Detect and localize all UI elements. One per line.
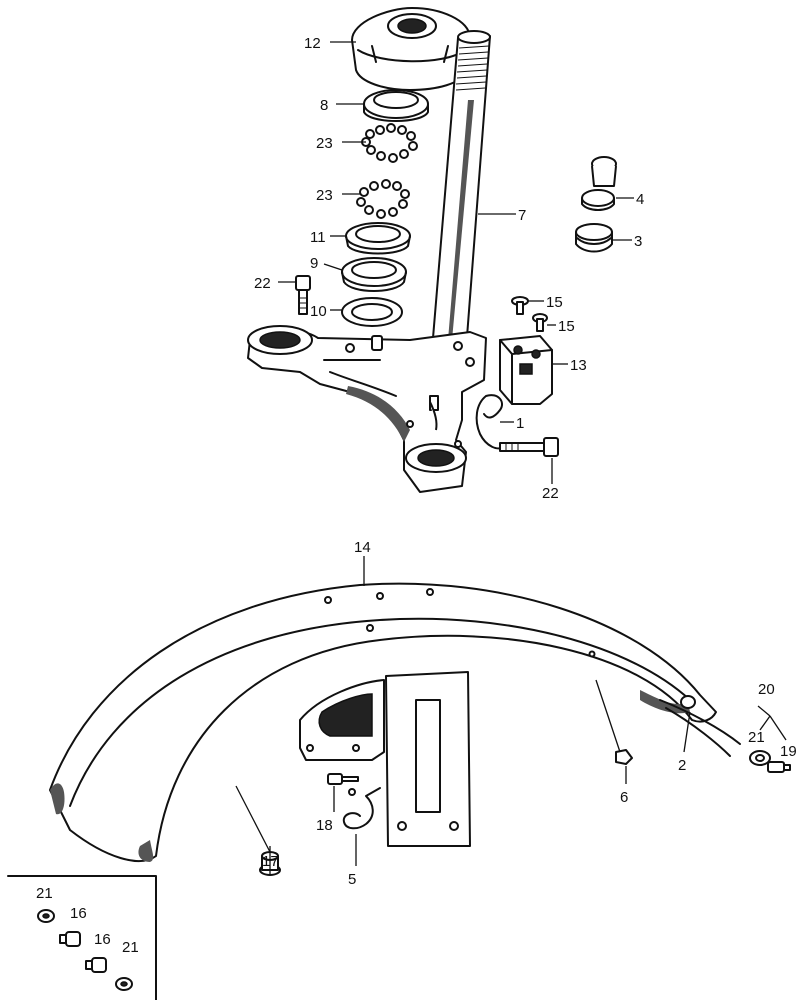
fork-bottom-bridge — [247, 325, 487, 493]
part-21-washer-right — [749, 750, 771, 766]
callout-22-upper: 22 — [254, 275, 271, 292]
callout-23-upper: 23 — [316, 135, 333, 152]
callout-2: 2 — [678, 757, 686, 774]
callout-15-upper: 15 — [546, 294, 563, 311]
part-11-bearing-race — [345, 222, 411, 255]
callout-15-lower: 15 — [558, 318, 575, 335]
fender-center-brace — [385, 671, 471, 847]
callout-21-inset-a: 21 — [36, 885, 53, 902]
callout-3: 3 — [634, 233, 642, 250]
part-15-screw-lower — [532, 313, 548, 332]
part-8-bearing-race — [363, 89, 429, 122]
callout-22-lower: 22 — [542, 485, 559, 502]
part-22-bolt-lower — [499, 437, 559, 457]
part-15-screw-upper — [511, 296, 529, 315]
callout-21-right: 21 — [748, 729, 765, 746]
part-4-damper-cap — [581, 156, 617, 211]
leader-lines — [235, 41, 787, 874]
callout-19: 19 — [780, 743, 797, 760]
callout-21-inset-b: 21 — [122, 939, 139, 956]
part-19-bolt-right — [767, 761, 791, 773]
part-12-stem-nut-cap — [351, 7, 471, 91]
fender-stay-left — [299, 679, 385, 761]
hardware-inset-box — [7, 875, 157, 1000]
part-5-wire-clip — [342, 787, 381, 830]
part-6-bolt — [615, 749, 633, 765]
callout-11: 11 — [310, 229, 326, 246]
callout-23-lower: 23 — [316, 187, 333, 204]
callout-10: 10 — [310, 303, 327, 320]
callout-14: 14 — [354, 539, 371, 556]
part-23-steel-balls-lower — [356, 179, 410, 219]
part-16-bolt-inset-a — [59, 931, 81, 947]
part-14-front-fender — [49, 582, 741, 862]
callout-12: 12 — [304, 35, 321, 52]
callout-16-inset-a: 16 — [70, 905, 87, 922]
callout-13: 13 — [570, 357, 587, 374]
part-13-damper-block — [499, 335, 553, 405]
callout-20: 20 — [758, 681, 775, 698]
part-9-bearing-race — [341, 257, 407, 292]
callout-4: 4 — [636, 191, 644, 208]
callout-1: 1 — [516, 415, 524, 432]
part-16-bolt-inset-b — [85, 957, 107, 973]
callout-16-inset-b: 16 — [94, 931, 111, 948]
callout-6: 6 — [620, 789, 628, 806]
callout-17: 17 — [262, 853, 279, 870]
part-18-bolt — [327, 773, 359, 796]
part-23-steel-balls-upper — [361, 123, 418, 163]
callout-5: 5 — [348, 871, 356, 888]
callout-7: 7 — [518, 207, 526, 224]
part-1-stopper-clip — [475, 394, 505, 450]
callout-9: 9 — [310, 255, 318, 272]
callout-8: 8 — [320, 97, 328, 114]
part-3-damper-spring — [575, 223, 613, 253]
part-22-bolt-upper — [295, 275, 311, 315]
callout-18: 18 — [316, 817, 333, 834]
part-10-dust-seal — [341, 297, 403, 327]
part-21-washer-inset-b — [115, 977, 133, 991]
part-21-washer-inset-a — [37, 909, 55, 923]
callout-labels: 12 8 23 23 11 9 22 10 7 4 3 15 15 13 1 2… — [36, 35, 797, 956]
